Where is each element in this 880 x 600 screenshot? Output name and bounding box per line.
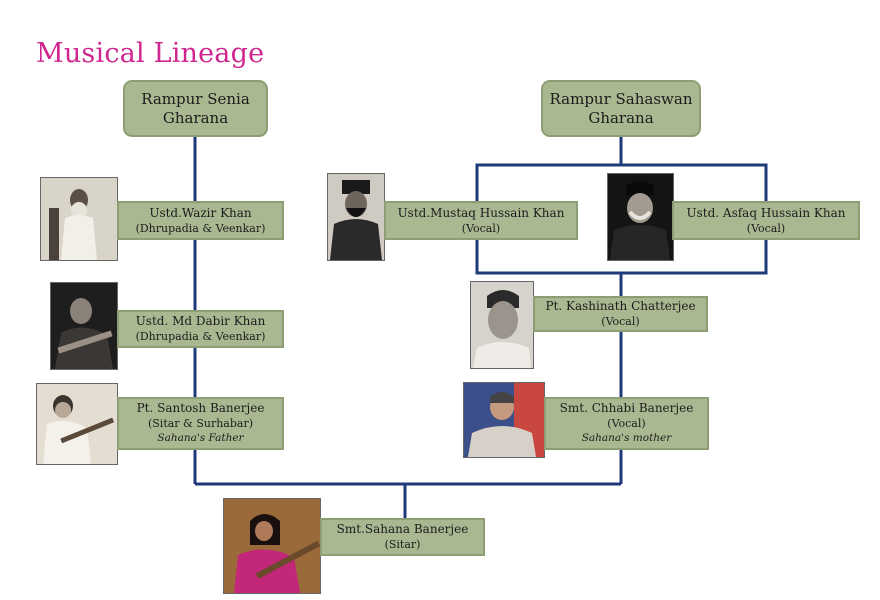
portrait-image: [328, 174, 384, 260]
person-name: Smt.Sahana Banerjee: [336, 522, 469, 536]
person-note: Sahana's mother: [581, 432, 672, 444]
person-name: Ustd. Asfaq Hussain Khan: [686, 205, 846, 220]
portrait-image: [37, 384, 117, 464]
portrait-image: [464, 383, 544, 457]
person-name: Pt. Kashinath Chatterjee: [545, 299, 696, 313]
person-mustaq-hussain-khan: Ustd.Mustaq Hussain Khan (Vocal): [384, 201, 578, 240]
person-name: Ustd. Md Dabir Khan: [135, 314, 266, 328]
person-role: (Vocal): [601, 315, 640, 328]
person-role: (Vocal): [607, 417, 646, 430]
person-wazir-khan: Ustd.Wazir Khan (Dhrupadia & Veenkar): [117, 201, 284, 240]
gharana-label: Gharana: [162, 108, 229, 127]
person-kashinath-chatterjee: Pt. Kashinath Chatterjee (Vocal): [533, 296, 708, 332]
person-santosh-banerjee: Pt. Santosh Banerjee (Sitar & Surhabar) …: [117, 397, 284, 450]
person-name: Ustd.Wazir Khan: [149, 205, 252, 220]
person-name: Ustd.Mustaq Hussain Khan: [397, 205, 565, 220]
portrait-dabir-khan: [50, 282, 118, 370]
portrait-mustaq-hussain-khan: [327, 173, 385, 261]
portrait-kashinath-chatterjee: [470, 281, 534, 369]
portrait-image: [51, 283, 117, 369]
person-asfaq-hussain-khan: Ustd. Asfaq Hussain Khan (Vocal): [672, 201, 860, 240]
person-name: Smt. Chhabi Banerjee: [559, 401, 694, 415]
gharana-rampur-sahaswan: Rampur Sahaswan Gharana: [541, 80, 701, 137]
portrait-asfaq-hussain-khan: [607, 173, 674, 261]
portrait-image: [224, 499, 320, 593]
gharana-name: Rampur Sahaswan: [549, 89, 693, 108]
portrait-santosh-banerjee: [36, 383, 118, 465]
portrait-image: [471, 282, 533, 368]
person-role: (Sitar): [384, 538, 421, 551]
portrait-chhabi-banerjee: [463, 382, 545, 458]
person-sahana-banerjee: Smt.Sahana Banerjee (Sitar): [320, 518, 485, 556]
person-role: (Vocal): [746, 221, 786, 235]
person-role: (Sitar & Surhabar): [147, 417, 254, 430]
portrait-sahana-banerjee: [223, 498, 321, 594]
portrait-wazir-khan: [40, 177, 118, 261]
gharana-rampur-senia: Rampur Senia Gharana: [123, 80, 268, 137]
page-title: Musical Lineage: [36, 38, 265, 69]
person-role: (Dhrupadia & Veenkar): [135, 221, 266, 235]
person-note: Sahana's Father: [157, 432, 244, 444]
person-dabir-khan: Ustd. Md Dabir Khan (Dhrupadia & Veenkar…: [117, 310, 284, 348]
portrait-image: [41, 178, 117, 260]
portrait-image: [608, 174, 673, 260]
person-role: (Vocal): [461, 221, 501, 235]
gharana-name: Rampur Senia: [141, 89, 250, 108]
person-name: Pt. Santosh Banerjee: [136, 401, 265, 415]
person-role: (Dhrupadia & Veenkar): [135, 330, 266, 343]
gharana-label: Gharana: [588, 108, 654, 127]
person-chhabi-banerjee: Smt. Chhabi Banerjee (Vocal) Sahana's mo…: [544, 397, 709, 450]
